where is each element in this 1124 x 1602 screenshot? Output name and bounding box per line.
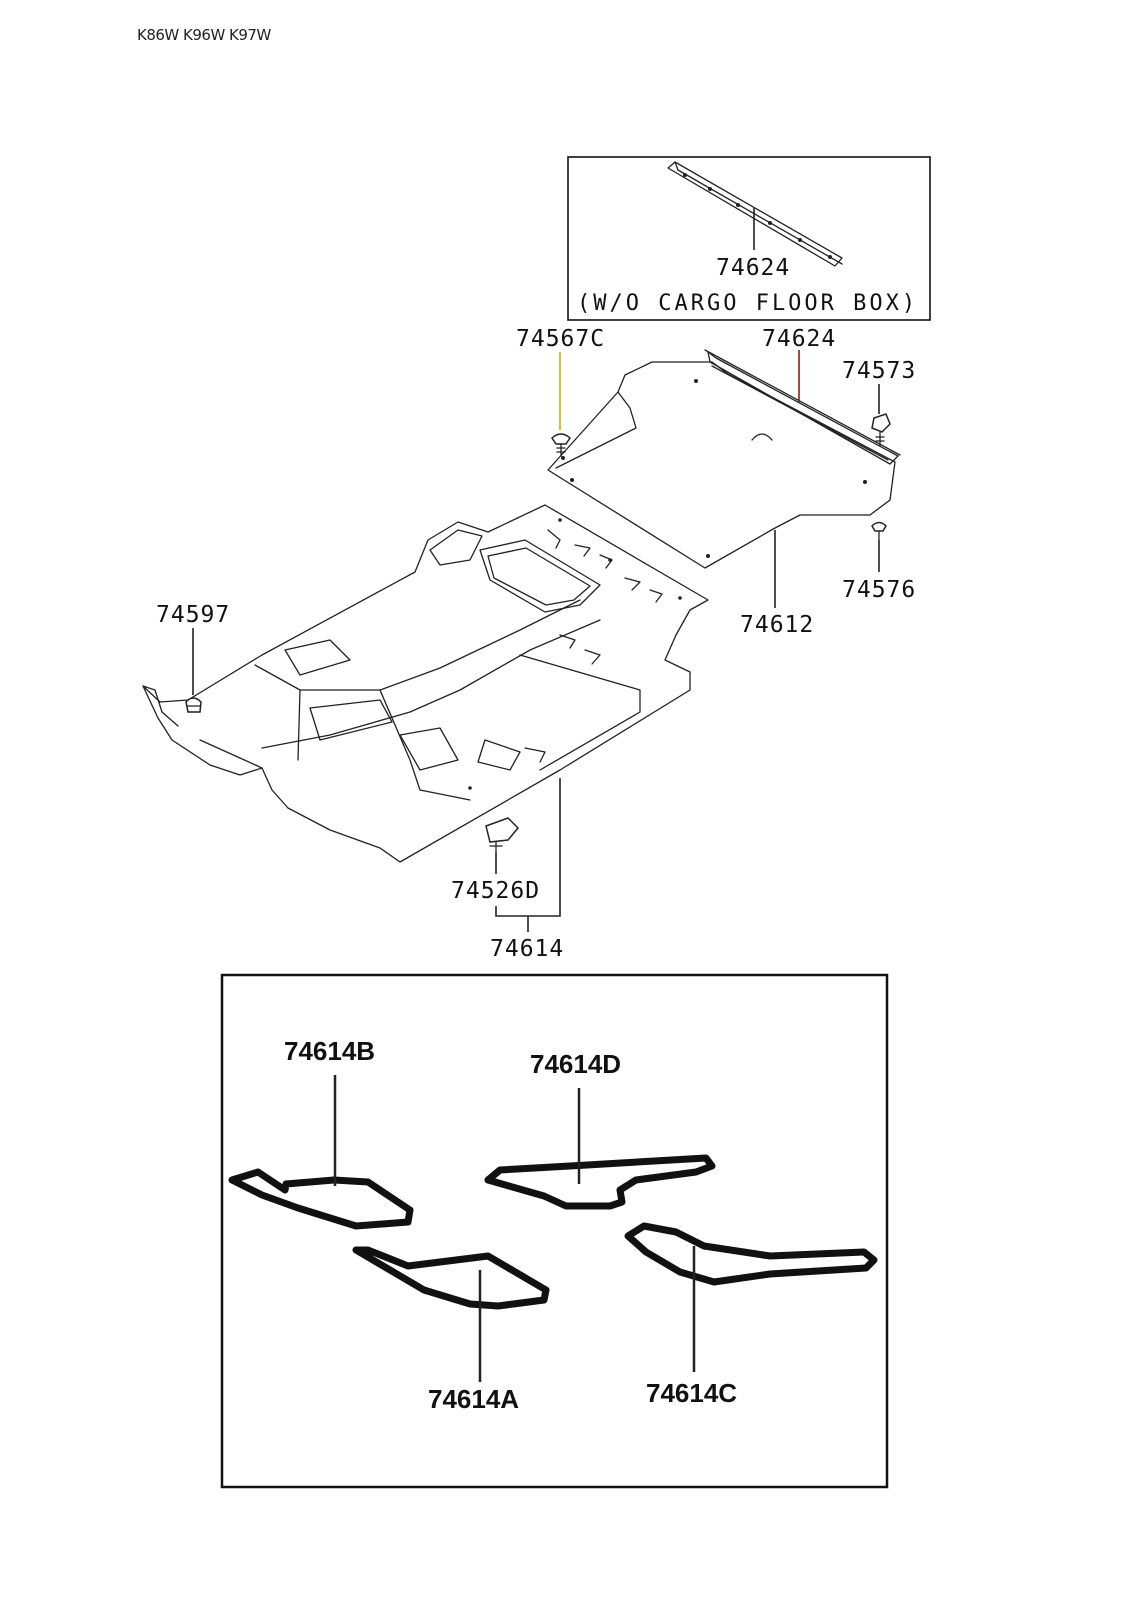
label-74614b: 74614B — [284, 1036, 375, 1066]
clip-74576 — [871, 521, 887, 541]
label-74526d: 74526D — [451, 878, 540, 904]
clip-74567c — [551, 433, 571, 457]
mat-74614a — [352, 1246, 550, 1310]
inset-bottom-box: 74614B 74614D 74614A 74614C — [220, 973, 889, 1489]
model-code: K86W K96W K97W — [137, 26, 271, 44]
label-74624-inset: 74624 — [716, 255, 790, 281]
mat-74614d — [484, 1154, 716, 1210]
label-74614d: 74614D — [530, 1049, 621, 1079]
label-74614c: 74614C — [646, 1378, 737, 1408]
clip-74597 — [185, 697, 202, 713]
main-floor-carpet — [142, 504, 709, 863]
clip-74526d — [485, 817, 520, 853]
label-74573: 74573 — [842, 358, 916, 384]
label-74612: 74612 — [740, 612, 814, 638]
label-74567c: 74567C — [516, 326, 605, 352]
label-74576: 74576 — [842, 577, 916, 603]
inset-top-frame — [567, 156, 931, 321]
label-cargo-note: (W/O CARGO FLOOR BOX) — [577, 291, 918, 316]
inset-bottom-frame — [220, 973, 889, 1489]
inset-top-box: 74624 (W/O CARGO FLOOR BOX) — [567, 156, 931, 321]
label-74614: 74614 — [490, 936, 564, 962]
label-74614a: 74614A — [428, 1384, 519, 1414]
label-74624: 74624 — [762, 326, 836, 352]
mat-74614b — [228, 1168, 414, 1230]
strip-74624 — [704, 349, 901, 465]
label-74597: 74597 — [156, 602, 230, 628]
clip-74573 — [871, 413, 891, 447]
strip-74624-inset — [667, 161, 843, 267]
cargo-floor-mat — [547, 361, 896, 569]
mat-74614c — [624, 1222, 878, 1286]
